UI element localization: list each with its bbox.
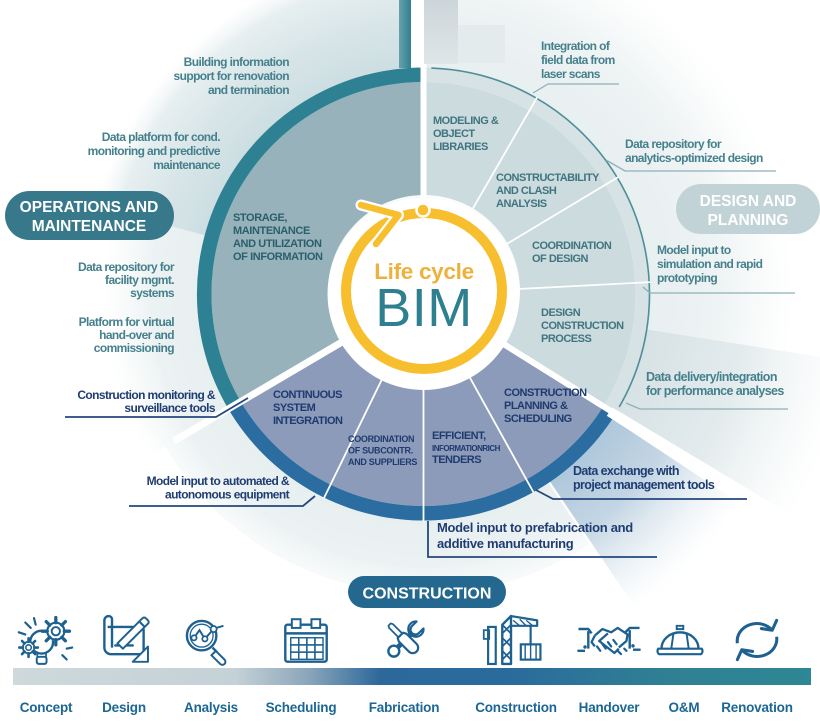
svg-text:prototyping: prototyping (657, 271, 717, 285)
svg-text:PLANNING: PLANNING (708, 212, 789, 229)
svg-text:AND UTILIZATION: AND UTILIZATION (233, 238, 322, 250)
svg-text:Model input to prefabrication: Model input to prefabrication and (437, 520, 633, 535)
svg-text:LIBRARIES: LIBRARIES (433, 141, 488, 153)
svg-text:Analysis: Analysis (184, 700, 238, 715)
svg-text:INFORMATIONRICH: INFORMATIONRICH (432, 444, 501, 453)
svg-text:OBJECT: OBJECT (433, 128, 475, 140)
svg-text:Building information: Building information (184, 55, 290, 69)
svg-text:CONSTRUCTION: CONSTRUCTION (541, 320, 624, 332)
svg-text:Concept: Concept (20, 700, 73, 715)
svg-text:Platform for virtual: Platform for virtual (79, 315, 175, 329)
svg-text:Data repository for: Data repository for (78, 260, 175, 274)
svg-text:Handover: Handover (579, 700, 641, 715)
svg-text:support for renovation: support for renovation (174, 69, 290, 83)
svg-text:project management tools: project management tools (573, 478, 715, 492)
svg-text:AND CLASH: AND CLASH (496, 185, 557, 197)
svg-text:monitoring and predictive: monitoring and predictive (88, 144, 221, 158)
svg-text:OPERATIONS AND: OPERATIONS AND (20, 199, 159, 216)
svg-text:additive manufacturing: additive manufacturing (437, 536, 574, 551)
svg-text:DESIGN AND: DESIGN AND (700, 193, 797, 210)
svg-text:STORAGE,: STORAGE, (233, 212, 287, 224)
svg-text:hand-over and: hand-over and (99, 328, 174, 342)
svg-text:DESIGN: DESIGN (541, 307, 581, 319)
svg-text:ANALYSIS: ANALYSIS (496, 198, 547, 210)
svg-text:COORDINATION: COORDINATION (348, 434, 414, 444)
svg-text:OF SUBCONTR.: OF SUBCONTR. (348, 446, 413, 456)
svg-text:commissioning: commissioning (94, 341, 174, 355)
svg-text:SCHEDULING: SCHEDULING (504, 413, 572, 425)
svg-text:CONSTRUCTION: CONSTRUCTION (504, 387, 587, 399)
svg-text:Construction monitoring &: Construction monitoring & (77, 388, 216, 402)
svg-text:Data platform for cond.: Data platform for cond. (102, 130, 220, 144)
svg-text:COORDINATION: COORDINATION (532, 240, 612, 252)
svg-text:MAINTENANCE: MAINTENANCE (233, 225, 310, 237)
svg-text:CONSTRUCTION: CONSTRUCTION (363, 586, 492, 603)
svg-text:autonomous equipment: autonomous equipment (165, 488, 290, 502)
svg-text:OF INFORMATION: OF INFORMATION (233, 251, 323, 263)
svg-text:and termination: and termination (208, 83, 289, 97)
svg-text:Renovation: Renovation (721, 700, 793, 715)
svg-text:Fabrication: Fabrication (369, 700, 440, 715)
svg-text:AND SUPPLIERS: AND SUPPLIERS (348, 457, 417, 467)
svg-text:Data delivery/integration: Data delivery/integration (646, 370, 777, 384)
svg-text:INTEGRATION: INTEGRATION (273, 415, 343, 427)
svg-text:MODELING &: MODELING & (433, 115, 499, 127)
svg-text:CONTINUOUS: CONTINUOUS (273, 389, 342, 401)
svg-text:OF DESIGN: OF DESIGN (532, 253, 589, 265)
svg-text:Design: Design (102, 700, 146, 715)
svg-text:surveillance tools: surveillance tools (124, 401, 215, 415)
svg-text:O&M: O&M (669, 700, 700, 715)
svg-text:facility mgmt.: facility mgmt. (105, 273, 174, 287)
svg-text:SYSTEM: SYSTEM (273, 402, 316, 414)
svg-text:Life cycle: Life cycle (374, 259, 474, 284)
svg-text:CONSTRUCTABILITY: CONSTRUCTABILITY (496, 172, 600, 184)
svg-text:TENDERS: TENDERS (432, 454, 481, 466)
svg-text:Scheduling: Scheduling (266, 700, 337, 715)
svg-text:PROCESS: PROCESS (541, 333, 591, 345)
svg-text:simulation and rapid: simulation and rapid (657, 257, 763, 271)
svg-text:Model input to: Model input to (657, 243, 731, 257)
svg-text:Data repository for: Data repository for (625, 137, 722, 151)
svg-text:analytics-optimized design: analytics-optimized design (625, 151, 763, 165)
svg-text:PLANNING &: PLANNING & (504, 400, 568, 412)
svg-text:Data exchange with: Data exchange with (573, 464, 679, 478)
svg-text:Integration of: Integration of (541, 39, 611, 53)
svg-text:laser scans: laser scans (541, 67, 601, 81)
svg-text:field data from: field data from (541, 53, 615, 67)
svg-text:for performance analyses: for performance analyses (646, 384, 784, 398)
svg-text:EFFICIENT,: EFFICIENT, (432, 430, 486, 442)
svg-text:BIM: BIM (375, 278, 473, 338)
svg-text:maintenance: maintenance (153, 158, 221, 172)
svg-text:Model input to automated &: Model input to automated & (147, 474, 290, 488)
svg-text:systems: systems (130, 286, 175, 300)
svg-text:MAINTENANCE: MAINTENANCE (32, 218, 147, 235)
svg-text:Construction: Construction (475, 700, 557, 715)
